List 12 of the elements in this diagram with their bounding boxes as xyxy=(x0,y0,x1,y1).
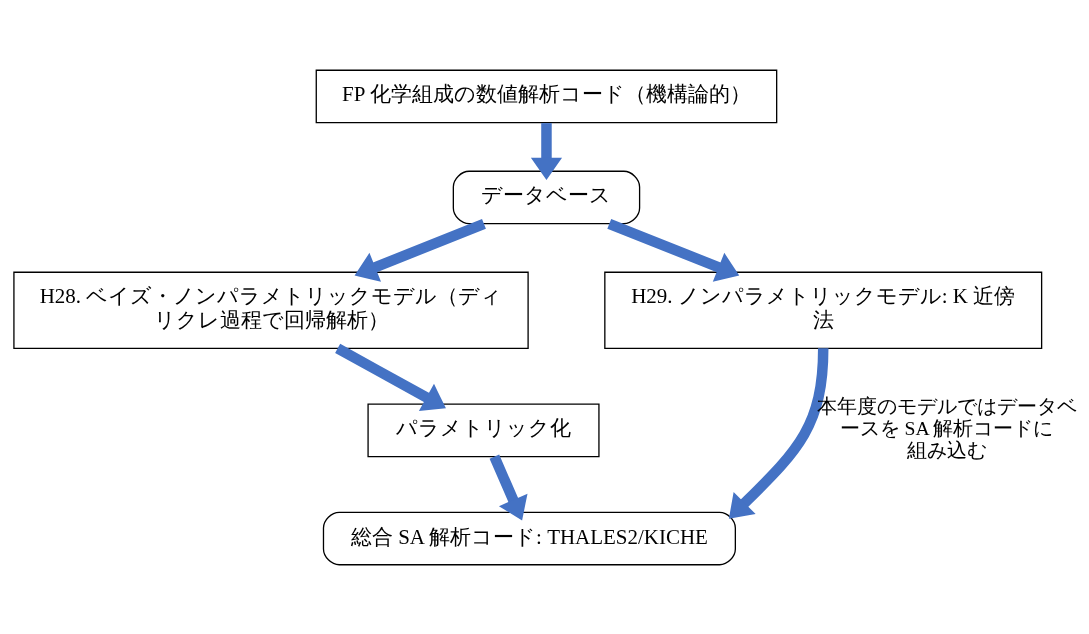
node-box: H29. ノンパラメトリックモデル: K 近傍法 xyxy=(604,271,1043,349)
arrow xyxy=(607,218,740,282)
node-box: 総合 SA 解析コード: THALES2/KICHE xyxy=(322,511,736,565)
arrow xyxy=(728,347,829,519)
arrow xyxy=(489,454,528,520)
node-box: FP 化学組成の数値解析コード（機構論的） xyxy=(315,69,778,123)
node-box: H28. ベイズ・ノンパラメトリックモデル（ディリクレ過程で回帰解析） xyxy=(13,271,529,349)
node-box: データベース xyxy=(452,170,641,224)
node-box: パラメトリック化 xyxy=(367,402,600,457)
arrow xyxy=(530,122,563,180)
arrow xyxy=(354,218,486,282)
arrow xyxy=(335,343,446,411)
